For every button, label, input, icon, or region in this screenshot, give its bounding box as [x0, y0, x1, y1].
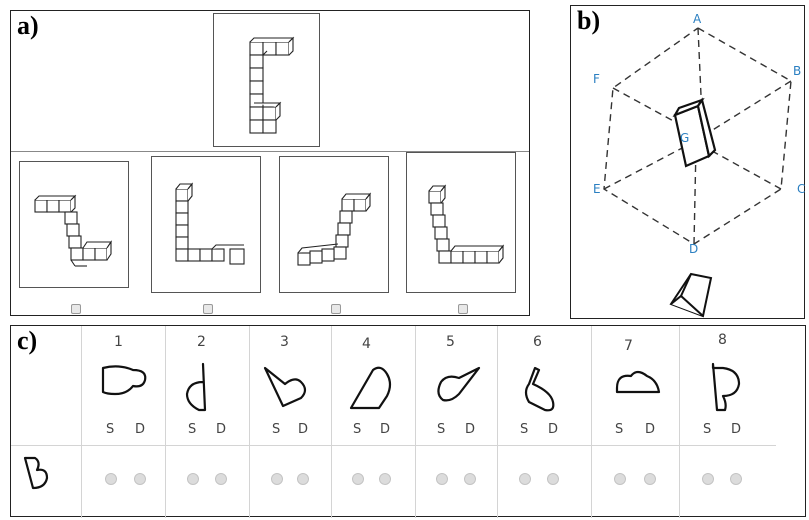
option-4-cube-figure: [428, 184, 505, 264]
different-label-7: D: [645, 422, 656, 437]
vertex-label-c: C: [797, 182, 806, 196]
rotated-shape: [669, 272, 713, 318]
vertex-label-b: B: [793, 64, 802, 78]
same-label-1: S: [106, 422, 115, 437]
same-radio-6[interactable]: [519, 473, 531, 485]
different-radio-7[interactable]: [644, 473, 656, 485]
different-radio-5[interactable]: [464, 473, 476, 485]
same-label-8: S: [703, 422, 712, 437]
same-label-3: S: [272, 422, 281, 437]
option-card-1[interactable]: [19, 161, 129, 314]
option-4-checkbox[interactable]: [458, 304, 468, 314]
cube-wireframe: [603, 27, 792, 318]
item-number-4: 4: [362, 336, 371, 352]
different-label-5: D: [465, 422, 476, 437]
target-figure: [213, 13, 320, 147]
column-divider: [331, 326, 332, 518]
different-radio-3[interactable]: [297, 473, 309, 485]
different-label-4: D: [380, 422, 391, 437]
option-card-4[interactable]: [406, 152, 516, 314]
column-divider: [165, 326, 166, 518]
vertex-label-f: F: [593, 72, 600, 86]
different-label-8: D: [731, 422, 742, 437]
column-divider: [249, 326, 250, 518]
column-divider: [415, 326, 416, 518]
item-number-3: 3: [280, 334, 289, 350]
option-card-2[interactable]: [151, 156, 261, 314]
different-radio-4[interactable]: [379, 473, 391, 485]
row-divider: [11, 445, 776, 446]
panel-b-label: b): [577, 6, 601, 35]
item-number-6: 6: [533, 334, 542, 350]
option-2-cube-figure: [175, 182, 245, 265]
column-divider: [679, 326, 680, 518]
same-radio-3[interactable]: [271, 473, 283, 485]
shape-8: [711, 362, 741, 412]
option-1-cube-figure: [34, 194, 113, 267]
shape-5: [437, 366, 481, 402]
different-radio-8[interactable]: [730, 473, 742, 485]
item-number-8: 8: [718, 332, 727, 348]
target-cube-figure: [249, 36, 295, 134]
panel-c-label: c): [17, 326, 38, 355]
option-card-3[interactable]: [279, 156, 389, 314]
panel-b: b) A B C D E F G: [570, 5, 805, 319]
same-radio-2[interactable]: [187, 473, 199, 485]
comparison-shapes: [23, 362, 741, 490]
same-label-4: S: [353, 422, 362, 437]
different-radio-6[interactable]: [547, 473, 559, 485]
different-radio-2[interactable]: [215, 473, 227, 485]
column-divider: [497, 326, 498, 518]
reference-shape: [23, 456, 49, 490]
same-radio-1[interactable]: [105, 473, 117, 485]
vertex-label-g: G: [680, 131, 690, 145]
different-label-6: D: [548, 422, 559, 437]
different-radio-1[interactable]: [134, 473, 146, 485]
shape-3: [263, 366, 307, 408]
shape-g: [672, 97, 717, 168]
option-3-checkbox[interactable]: [331, 304, 341, 314]
item-number-7: 7: [624, 338, 633, 354]
column-divider: [81, 326, 82, 518]
shape-4: [349, 366, 392, 410]
same-label-6: S: [520, 422, 529, 437]
item-number-5: 5: [446, 334, 455, 350]
different-label-2: D: [216, 422, 227, 437]
item-number-2: 2: [197, 334, 206, 350]
panel-c: c) 1 2 3 4 5 6 7 8: [10, 325, 806, 518]
shape-6: [524, 366, 555, 412]
option-2-checkbox[interactable]: [203, 304, 213, 314]
same-label-7: S: [615, 422, 624, 437]
shape-1: [101, 365, 147, 396]
different-label-1: D: [135, 422, 146, 437]
shape-7: [615, 370, 661, 394]
option-3-cube-figure: [297, 192, 372, 266]
same-label-2: S: [188, 422, 197, 437]
column-divider: [591, 326, 592, 518]
same-radio-7[interactable]: [614, 473, 626, 485]
panel-a-label: a): [17, 11, 39, 40]
item-number-1: 1: [114, 334, 123, 350]
vertex-label-d: D: [689, 242, 699, 256]
same-radio-4[interactable]: [352, 473, 364, 485]
different-label-3: D: [298, 422, 309, 437]
shape-2: [185, 362, 207, 412]
same-label-5: S: [437, 422, 446, 437]
panel-a: a): [10, 10, 530, 316]
separator-line: [11, 151, 529, 152]
vertex-label-a: A: [693, 12, 702, 26]
option-1-checkbox[interactable]: [71, 304, 81, 314]
vertex-label-e: E: [593, 182, 601, 196]
same-radio-5[interactable]: [436, 473, 448, 485]
same-radio-8[interactable]: [702, 473, 714, 485]
